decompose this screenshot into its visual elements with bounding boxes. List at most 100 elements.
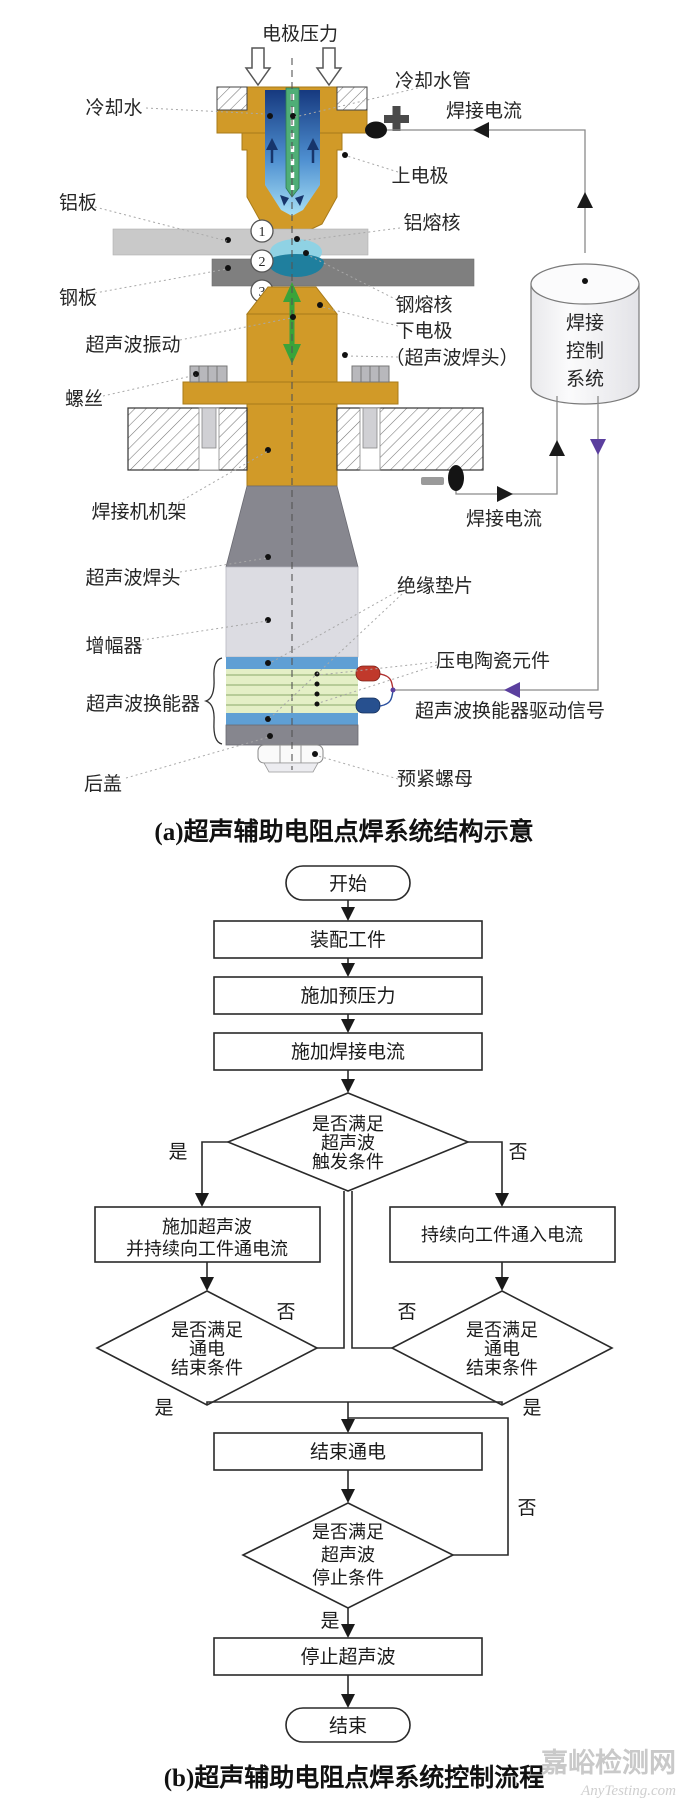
water-flow-arrows: [266, 138, 319, 206]
label-ultrasonic-vibration: 超声波振动: [85, 334, 180, 356]
frame-terminal: [448, 465, 464, 491]
arrow-up-icon: [577, 192, 593, 208]
electrode-terminal: [365, 121, 387, 139]
control-system-cylinder: [530, 283, 640, 405]
label-upper-electrode: 上电极: [391, 165, 448, 187]
label-transducer: 超声波换能器: [86, 693, 200, 715]
terminal-blue-wire: [379, 689, 394, 707]
flow-decision-end-left-l3: 结束条件: [171, 1358, 243, 1378]
label-back-cover: 后盖: [84, 773, 122, 795]
transducer-brace: [203, 657, 223, 745]
flow-decision-trigger-l3: 触发条件: [312, 1152, 384, 1172]
flow-end-label: 结束: [329, 1715, 367, 1737]
marker-3: 3: [259, 285, 266, 300]
label-al-plate: 铝板: [59, 192, 97, 214]
terminal-blue: [355, 697, 381, 714]
flow-step3-label: 施加焊接电流: [291, 1041, 405, 1063]
flow-end: [285, 1707, 411, 1743]
flow-yes-left: 是: [168, 1142, 187, 1163]
pressure-arrows: [244, 47, 343, 87]
weld-current-wire-top: [387, 129, 586, 253]
flange-screws: [189, 365, 390, 383]
flow-no-right: 否: [508, 1142, 527, 1163]
signal-junction-dot: [390, 687, 396, 693]
frame-tab: [421, 477, 444, 485]
mount-block-left: [216, 86, 248, 111]
flow-box-left-l1: 施加超声波: [162, 1217, 252, 1237]
watermark-site: AnyTesting.com: [580, 1783, 676, 1799]
transducer-signal-wire: [393, 396, 599, 691]
label-piezo: 压电陶瓷元件: [436, 650, 550, 672]
aluminum-plate: [112, 228, 369, 256]
label-steel-nugget: 钢熔核: [395, 294, 452, 316]
terminal-red: [355, 665, 381, 682]
label-steel-plate: 钢板: [59, 287, 97, 309]
label-cooling-pipe: 冷却水管: [395, 70, 471, 92]
arrow-right-icon: [497, 486, 513, 502]
flow-stop-ultrasonic: [213, 1637, 483, 1676]
label-welder-frame: 焊接机机架: [91, 501, 186, 523]
flow-no-stop-loop: 否: [517, 1498, 536, 1519]
watermark: 嘉峪检测网 AnyTesting.com: [541, 1747, 676, 1799]
flow-end-current-label: 结束通电: [310, 1441, 386, 1463]
label-weld-current-mid: 焊接电流: [466, 508, 542, 530]
nut-bottom: [263, 762, 319, 773]
flow-decision-end-right-l2: 通电: [484, 1339, 520, 1359]
plus-terminal: [384, 106, 409, 131]
watermark-name: 嘉峪检测网: [541, 1747, 676, 1778]
flow-yes-bottom-right: 是: [522, 1398, 541, 1419]
horn-flange: [182, 381, 399, 405]
arrow-left-purple-icon: [504, 682, 520, 698]
caption-b: (b)超声辅助电阻点焊系统控制流程: [164, 1763, 545, 1792]
system-structure-diagram: 焊接 控制 系统 1 2 3: [59, 23, 640, 846]
label-lower-electrode: 下电极: [395, 320, 452, 342]
control-flowchart: 开始 装配工件 施加预压力 施加焊接电流 是否满足 超声波 触发条件 是 否 施…: [94, 865, 616, 1792]
flow-yes-bottom-left: 是: [154, 1398, 173, 1419]
flow-box-left: [94, 1206, 321, 1263]
arrow-down-purple-icon: [590, 439, 606, 455]
flow-start-label: 开始: [329, 873, 367, 895]
marker-1: 1: [259, 225, 266, 240]
flow-decision-stop-l3: 停止条件: [312, 1568, 384, 1588]
flow-no-loop-left: 否: [276, 1302, 295, 1323]
frame-bolts: [198, 407, 381, 471]
flow-stop-ultrasonic-label: 停止超声波: [300, 1646, 395, 1668]
anchor-dots: [193, 113, 348, 757]
machine-frame-left: [127, 407, 248, 471]
control-system-label-3: 系统: [566, 368, 604, 390]
label-weld-current-top: 焊接电流: [446, 100, 522, 122]
flow-box-right: [389, 1206, 616, 1263]
caption-a: (a)超声辅助电阻点焊系统结构示意: [154, 817, 533, 846]
label-pretension-nut: 预紧螺母: [397, 768, 473, 790]
control-system-label-2: 控制: [566, 340, 604, 362]
control-system-label-1: 焊接: [566, 312, 604, 334]
label-electrode-pressure: 电极压力: [262, 23, 338, 45]
label-transducer-signal: 超声波换能器驱动信号: [415, 700, 605, 722]
flow-decision-trigger: [225, 1092, 471, 1192]
flow-box-right-label: 持续向工件通入电流: [421, 1225, 583, 1245]
flow-decision-stop-l2: 超声波: [321, 1545, 375, 1565]
flow-yes-stop: 是: [320, 1611, 339, 1632]
leader-lines: [94, 87, 438, 780]
label-cooling-water: 冷却水: [85, 97, 142, 119]
flow-decision-end-right-l1: 是否满足: [466, 1320, 538, 1340]
steel-nugget: [268, 254, 324, 277]
marker-2: 2: [259, 255, 266, 270]
flow-no-loop-right: 否: [397, 1302, 416, 1323]
arrow-up2-icon: [549, 440, 565, 456]
flow-step2-label: 施加预压力: [300, 985, 395, 1007]
flow-decision-stop-l1: 是否满足: [312, 1522, 384, 1542]
flow-decision-trigger-l2: 超声波: [321, 1133, 375, 1153]
arrow-left-icon: [473, 122, 489, 138]
terminal-red-wire: [379, 673, 394, 691]
cylinder-anchor-dot: [582, 278, 588, 284]
flow-decision-trigger-l1: 是否满足: [312, 1114, 384, 1134]
flow-end-current: [213, 1432, 483, 1471]
flow-decision-end-left-l2: 通电: [189, 1339, 225, 1359]
label-booster: 增幅器: [85, 635, 142, 657]
mount-block-right: [336, 86, 368, 111]
label-insulation-gasket: 绝缘垫片: [397, 575, 473, 597]
flow-box-left-l2: 并持续向工件通电流: [126, 1239, 288, 1259]
